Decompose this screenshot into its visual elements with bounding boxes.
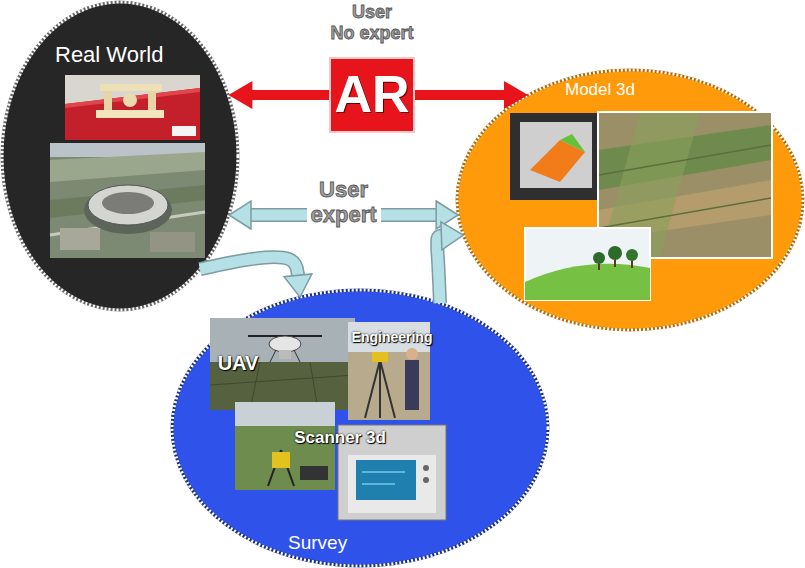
dotted-border: [457, 70, 803, 330]
tree: [593, 252, 605, 264]
screen-line: [362, 472, 405, 473]
button: [423, 477, 429, 483]
photo-caption: Scanner 3d: [294, 428, 386, 448]
model-drum: [123, 93, 137, 107]
photo-ground: [65, 75, 200, 140]
label-holder: Scanner 3d: [294, 428, 386, 448]
tree: [608, 246, 622, 260]
stadium: [88, 185, 168, 225]
uav-photo: [210, 318, 355, 410]
field: [50, 152, 205, 182]
label-holder: User expert: [307, 177, 381, 228]
region-title: Real World: [55, 42, 163, 67]
leg: [270, 350, 276, 362]
dotted-border: [2, 2, 238, 310]
model-post: [148, 91, 156, 113]
scanner: [272, 452, 290, 468]
terrace-line: [599, 198, 771, 228]
parking: [150, 232, 195, 252]
region-fill: [2, 2, 238, 310]
housing: [348, 455, 436, 513]
ar-box: AR: [329, 57, 415, 133]
connector-group: [251, 95, 329, 96]
edge-label: User expert: [307, 177, 381, 228]
region-title: Survey: [288, 532, 347, 554]
model-base: [96, 110, 164, 118]
ellipse-outline: [455, 68, 805, 332]
label-holder: User No expert: [330, 2, 413, 43]
photo-caption: Engineering: [352, 329, 433, 345]
aerial-photo: [50, 143, 205, 258]
photo-ground: [50, 143, 205, 258]
tripod-leg: [365, 360, 380, 418]
region-ellipse: Model 3d: [455, 68, 805, 332]
photo-caption: UAV: [218, 352, 259, 375]
connector-outline: [200, 257, 298, 276]
camera: [279, 350, 291, 359]
box-fill: [330, 58, 414, 132]
sky: [525, 228, 650, 300]
model-photo: [65, 75, 200, 140]
model-beam: [100, 84, 162, 91]
trunk: [631, 260, 633, 268]
button: [423, 465, 429, 471]
label-holder: UAV: [218, 352, 259, 375]
text-line: No expert: [330, 23, 413, 43]
connector-outline: [437, 236, 442, 303]
user-note: User No expert: [330, 2, 413, 43]
tree: [626, 249, 638, 261]
shadow: [84, 186, 172, 234]
laptop: [300, 466, 328, 480]
sky: [235, 402, 335, 426]
model-piece: [560, 134, 585, 152]
photo-ground: [510, 113, 600, 200]
text-line: expert: [311, 202, 377, 227]
grid-line: [210, 375, 355, 385]
drone-body: [269, 336, 301, 352]
text-line: User: [311, 177, 377, 202]
connector-group: [200, 257, 298, 276]
region-fill: [457, 70, 803, 330]
person-head: [406, 348, 418, 360]
region-title: Model 3d: [565, 80, 635, 100]
tripod-leg: [380, 360, 395, 418]
hill: [525, 264, 650, 300]
label-holder: Engineering: [352, 328, 433, 346]
table: [65, 88, 200, 140]
instrument: [372, 352, 388, 362]
photo-ground: [210, 318, 355, 410]
ar-label: AR: [329, 65, 415, 125]
landscape-photo: [525, 228, 650, 300]
screen: [356, 460, 416, 500]
block-arrow: [251, 90, 329, 100]
screen: [520, 122, 592, 188]
region-ellipse: Real World: [0, 0, 240, 312]
connector-group: [437, 236, 442, 303]
tag: [172, 126, 196, 136]
text-line: User: [330, 2, 413, 23]
model-post: [104, 91, 112, 113]
screen-line: [362, 484, 395, 485]
stadium-roof: [102, 192, 154, 214]
connector-group: [415, 95, 505, 96]
region-fill: [172, 290, 548, 566]
dotted-border: [172, 290, 548, 566]
leg: [294, 350, 300, 362]
terrace-line: [599, 145, 771, 175]
parking: [60, 228, 100, 250]
block-arrow: [200, 257, 298, 276]
screen-photo: [510, 113, 600, 200]
tripod-leg: [379, 360, 381, 418]
block-arrow: [415, 90, 505, 100]
block-arrow: [437, 236, 442, 303]
person: [405, 360, 419, 410]
